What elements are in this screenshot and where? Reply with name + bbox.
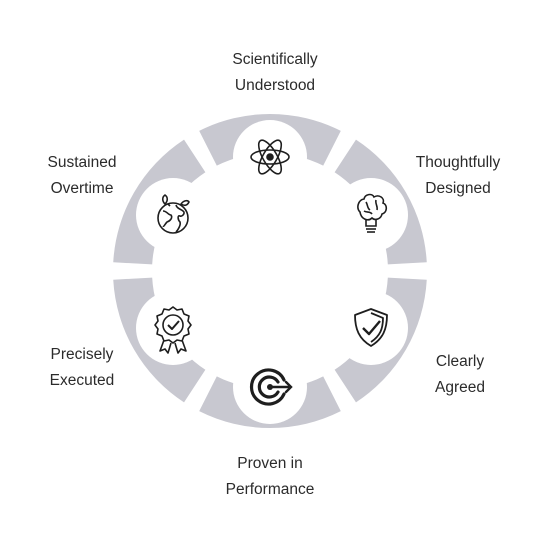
label-thoughtfully-designed: Thoughtfully Designed bbox=[378, 150, 538, 202]
label-line-2: Executed bbox=[49, 372, 115, 389]
label-line-2: Overtime bbox=[50, 180, 114, 197]
node-thoughtfully-designed bbox=[334, 178, 408, 252]
label-line-2: Agreed bbox=[435, 379, 485, 396]
label-line-2: Designed bbox=[425, 180, 491, 197]
atom-icon bbox=[250, 139, 290, 175]
shield-check-icon bbox=[354, 308, 388, 347]
label-scientifically-understood: Scientifically Understood bbox=[195, 47, 355, 99]
label-line-1: Proven in bbox=[237, 455, 303, 472]
brain-bulb-icon bbox=[357, 193, 388, 233]
label-line-1: Thoughtfully bbox=[415, 154, 501, 171]
label-line-2: Performance bbox=[225, 481, 315, 498]
label-line-1: Scientifically bbox=[232, 51, 318, 68]
label-precisely-executed: Precisely Executed bbox=[22, 342, 142, 394]
node-clearly-agreed bbox=[334, 291, 408, 365]
node-proven-in-performance bbox=[233, 350, 307, 424]
target-arrow-icon bbox=[249, 368, 293, 406]
node-sustained-overtime bbox=[136, 178, 210, 252]
label-clearly-agreed: Clearly Agreed bbox=[400, 349, 520, 401]
node-precisely-executed bbox=[136, 291, 210, 365]
node-scientifically-understood bbox=[233, 120, 307, 194]
label-line-1: Clearly bbox=[435, 353, 485, 370]
eco-globe-icon bbox=[157, 194, 190, 234]
label-proven-in-performance: Proven in Performance bbox=[190, 451, 350, 503]
label-line-1: Precisely bbox=[50, 346, 114, 363]
label-line-1: Sustained bbox=[47, 154, 117, 171]
label-line-2: Understood bbox=[234, 77, 316, 94]
award-badge-icon bbox=[154, 306, 192, 354]
label-sustained-overtime: Sustained Overtime bbox=[22, 150, 142, 202]
